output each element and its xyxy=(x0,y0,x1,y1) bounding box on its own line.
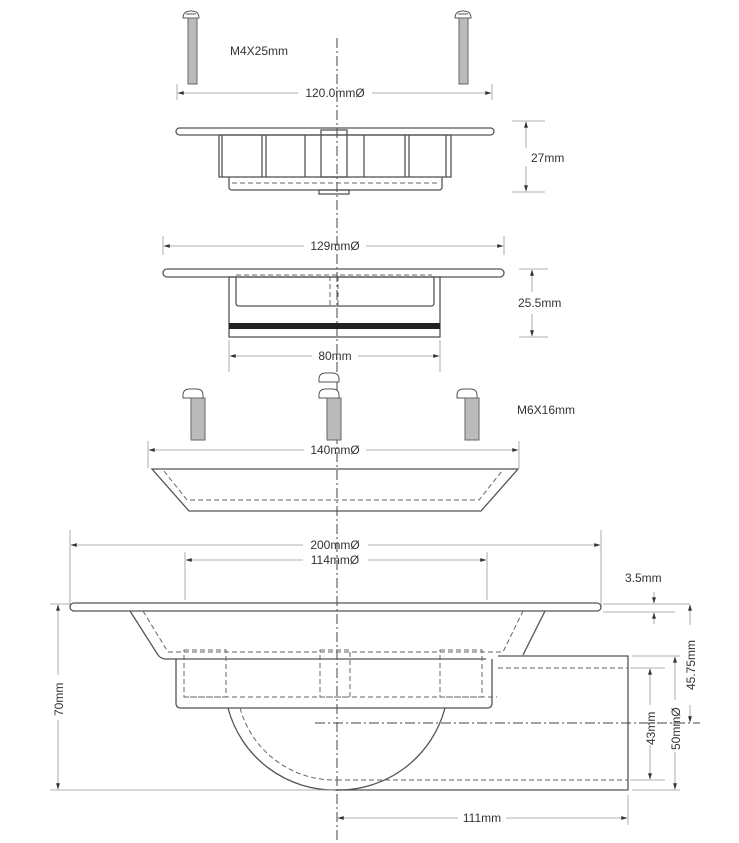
outlet-length-label: 111mm xyxy=(463,811,501,825)
overall-height-label: 70mm xyxy=(52,683,66,716)
flange-thickness-label: 3.5mm xyxy=(625,571,662,585)
waste-body-part xyxy=(69,602,700,791)
dim-grate-diameter xyxy=(176,84,493,100)
screw-m4-right xyxy=(454,10,472,85)
screw-m6-center xyxy=(318,372,342,441)
grate-part xyxy=(175,127,495,195)
dim-trap-body-width xyxy=(228,340,441,372)
dim-grate-height xyxy=(512,120,545,193)
flange-diameter-label: 200mmØ xyxy=(310,538,359,552)
trap-body-width-label: 80mm xyxy=(318,349,351,363)
clamp-diameter-label: 140mmØ xyxy=(310,443,359,457)
trap-diameter-label: 129mmØ xyxy=(310,239,359,253)
body-inner-diameter-label: 114mmØ xyxy=(311,553,359,567)
screw-m6-label: M6X16mm xyxy=(517,403,575,417)
dim-outlet-outer xyxy=(632,655,680,791)
screw-m6-right xyxy=(456,388,480,441)
dim-outlet-length xyxy=(337,795,629,825)
dim-clamp-diameter xyxy=(147,441,520,468)
dim-trap-height xyxy=(519,268,548,338)
clamp-ring-part xyxy=(150,468,520,512)
screw-m6-left xyxy=(182,388,206,441)
screw-m4-left xyxy=(182,10,200,85)
dim-overall-height xyxy=(50,603,335,791)
grate-diameter-label: 120.0mmØ xyxy=(305,86,364,100)
outlet-outer-label: 50mmØ xyxy=(669,707,683,750)
dim-body-inner-diameter xyxy=(184,552,488,600)
outlet-inner-label: 43mm xyxy=(644,712,658,745)
trap-height-label: 25.5mm xyxy=(518,296,561,310)
screw-m4-label: M4X25mm xyxy=(230,44,288,58)
outlet-center-height-label: 45.75mm xyxy=(684,640,698,690)
dim-flange-thickness xyxy=(603,592,690,624)
trap-part xyxy=(162,268,505,338)
grate-height-label: 27mm xyxy=(531,151,564,165)
dim-flange-diameter xyxy=(69,530,602,605)
dim-outlet-inner xyxy=(630,667,665,781)
dim-trap-diameter xyxy=(162,236,505,255)
